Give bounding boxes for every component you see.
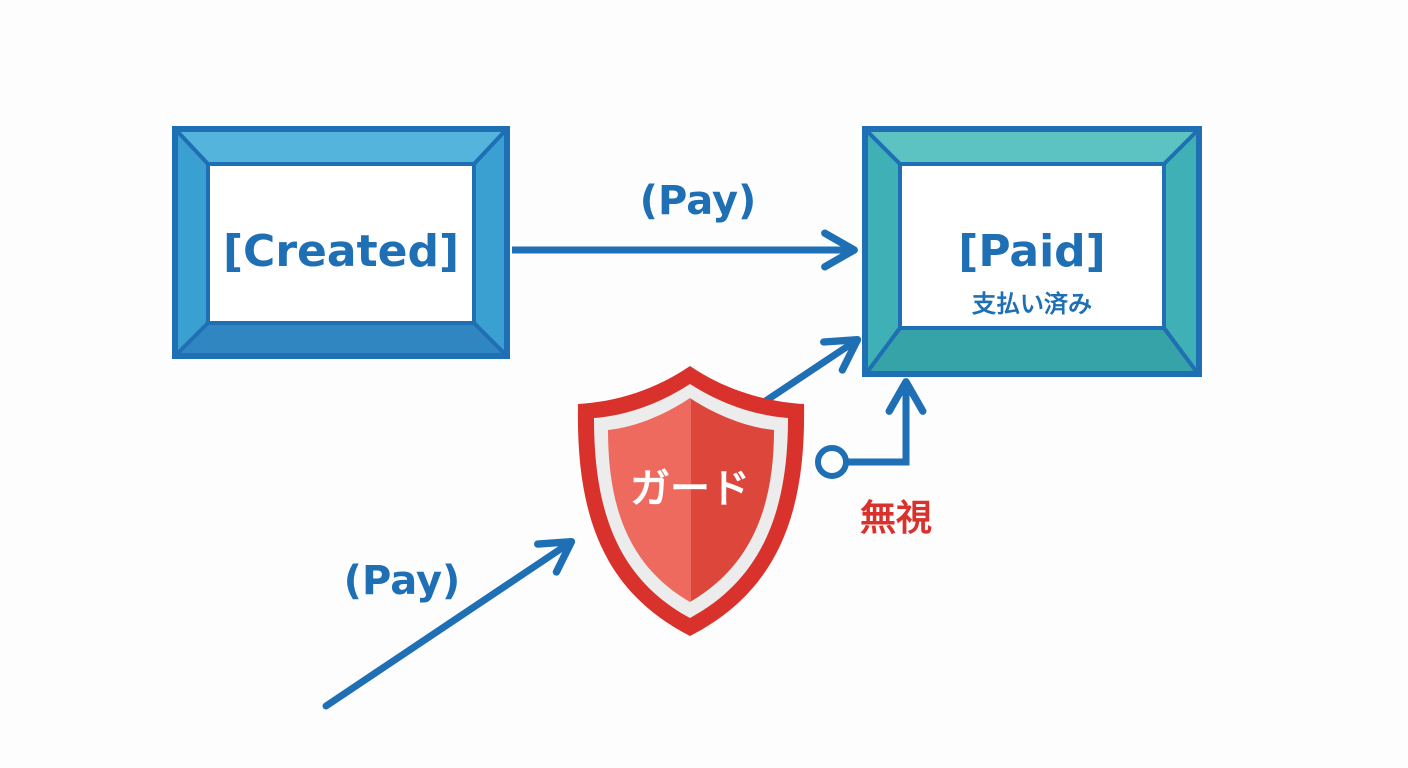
guard-label: ガード (630, 466, 750, 512)
state-paid-inner-panel (898, 162, 1166, 330)
guard-shield-inner (608, 398, 774, 602)
state-created-bevel-bottom (178, 323, 504, 353)
state-created-label: [Created] (223, 226, 459, 277)
state-paid: [Paid] 支払い済み (862, 126, 1202, 377)
guard-shield-icon: ガード (577, 366, 805, 636)
state-created: [Created] (172, 126, 510, 359)
ignore-junction-circle (815, 445, 849, 479)
incoming-arrow (322, 537, 576, 710)
ignore-label: 無視 (860, 498, 932, 539)
state-created-bevel-top (178, 132, 504, 164)
incoming-event-label: (Pay) (344, 558, 461, 604)
transition-incoming-to-guard: (Pay) (322, 537, 576, 710)
ignore-path: 無視 (815, 378, 932, 539)
ignore-path-arrow (846, 378, 927, 466)
state-paid-sublabel: 支払い済み (972, 290, 1092, 318)
state-created-inner-panel (206, 162, 476, 325)
transition-created-to-paid: (Pay) (512, 178, 858, 271)
state-paid-bevel-top (868, 132, 1196, 164)
transition-event-label: (Pay) (640, 178, 757, 224)
state-paid-label: [Paid] (958, 226, 1106, 277)
state-paid-bevel-bottom (868, 328, 1196, 371)
guard-to-paid-arrow (760, 335, 862, 406)
